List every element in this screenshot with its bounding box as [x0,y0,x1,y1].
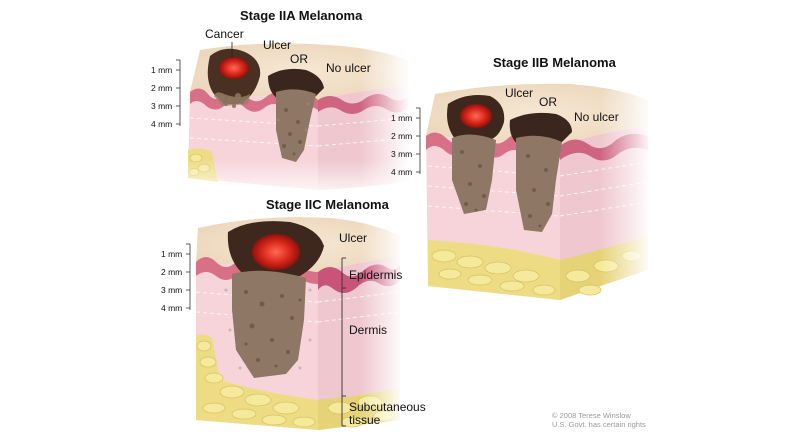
panel-iib-label-or: OR [539,95,557,109]
panel-iia-label-ulcer: Ulcer [263,38,292,52]
panel-iic-label-ulcer: Ulcer [339,231,368,245]
panel-iic-depth-scale [186,243,191,310]
panel-iib-depth-2mm: 2 mm [391,131,413,141]
panel-iic-label-tissue: tissue [349,413,381,427]
panel-iic-depth-4mm: 4 mm [161,303,183,313]
panel-iia-title: Stage IIA Melanoma [240,8,363,23]
panel-iib-label-no-ulcer: No ulcer [574,110,619,124]
panel-iib-depth-3mm: 3 mm [391,149,413,159]
panel-iia-depth-3mm: 3 mm [151,101,173,111]
panel-iib-depth-4mm: 4 mm [391,167,413,177]
panel-iia-depth-scale [176,42,233,126]
panel-iic-label-dermis: Dermis [349,323,387,337]
panel-iib-block [426,83,652,310]
panel-iib-depth-1mm: 1 mm [391,113,413,123]
panel-iia-label-cancer: Cancer [205,27,244,41]
panel-iia-block [180,40,420,200]
panel-iia-label-no-ulcer: No ulcer [326,61,371,75]
panel-iic-label-epidermis: Epidermis [349,268,403,282]
panel-iic-title: Stage IIC Melanoma [266,197,389,212]
panel-iic-block [195,217,404,440]
panel-iic-depth-3mm: 3 mm [161,285,183,295]
panel-iia-depth-4mm: 4 mm [151,119,173,129]
panel-iib-label-ulcer: Ulcer [505,86,534,100]
panel-iia-depth-2mm: 2 mm [151,83,173,93]
panel-iic-depth-2mm: 2 mm [161,267,183,277]
credit-line-2: U.S. Govt. has certain rights [552,420,646,429]
panel-iic-depth-1mm: 1 mm [161,249,183,259]
panel-iia-label-or: OR [290,52,308,66]
credit-line-1: © 2008 Terese Winslow [552,411,631,420]
panel-iib-title: Stage IIB Melanoma [493,55,616,70]
panel-iic-label-subcutaneous: Subcutaneous [349,400,426,414]
panel-iic-layer-bracket [341,257,346,427]
panel-iib-depth-scale [416,107,421,174]
panel-iia-depth-1mm: 1 mm [151,65,173,75]
